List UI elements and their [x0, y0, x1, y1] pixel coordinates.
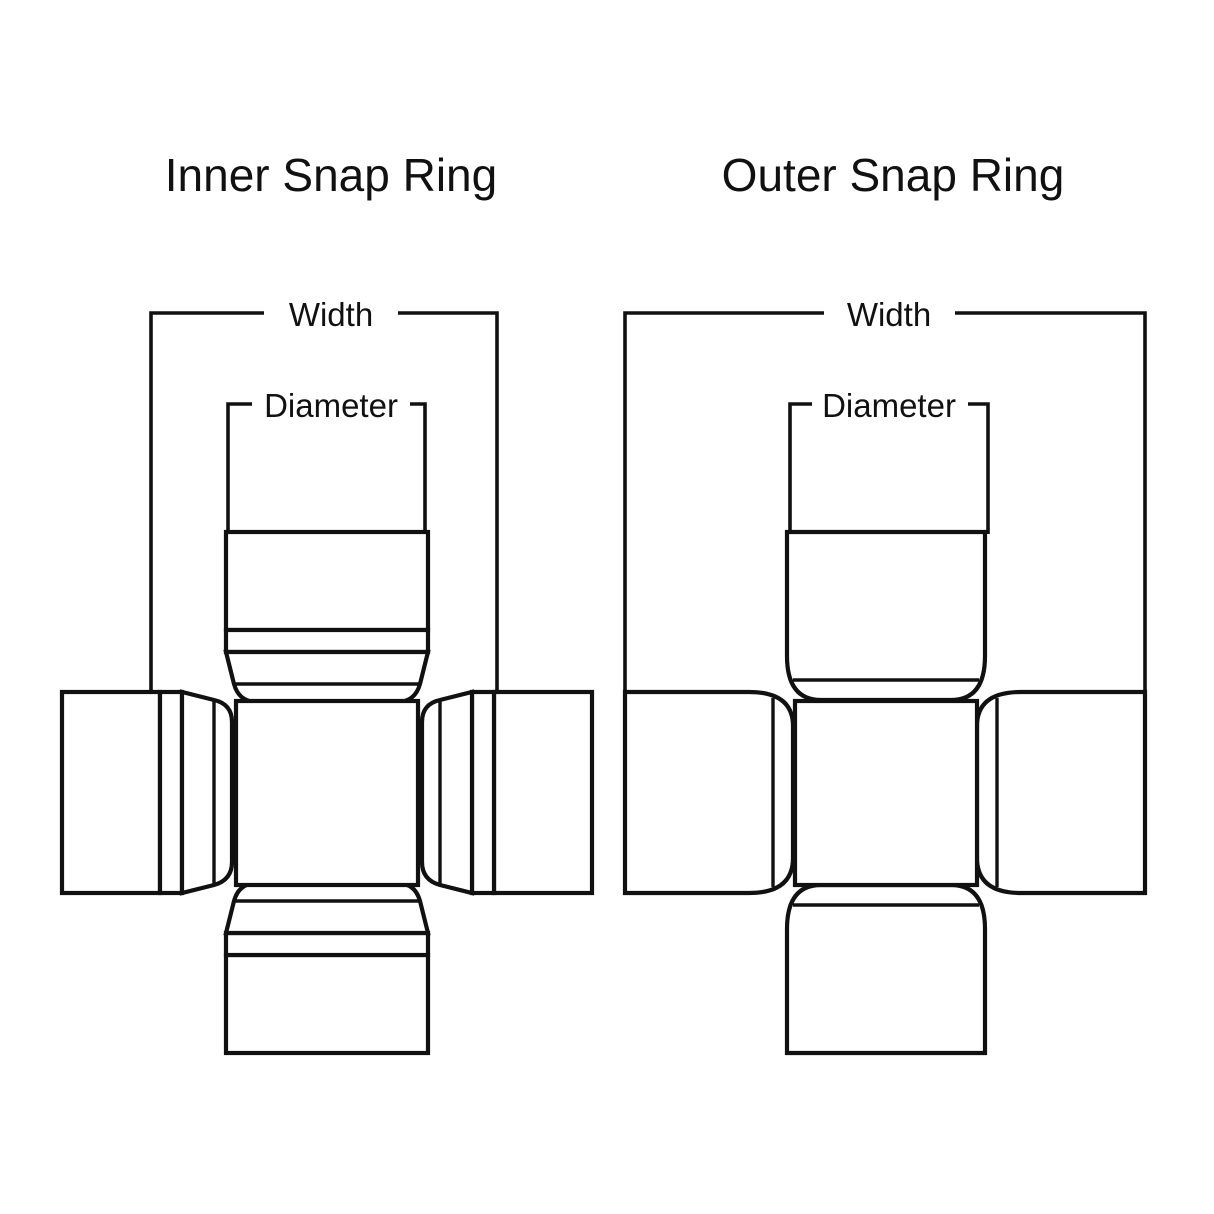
figure-inner-snap-ring: Inner Snap Ring Width Diameter [59, 149, 595, 1056]
dimension-diameter-inner: Diameter [226, 387, 427, 534]
bearing-cap-top-inner-snap-ring-groove [223, 627, 431, 655]
dimension-width-outer: Width [623, 296, 1147, 700]
dimension-diameter-inner-label: Diameter [264, 387, 398, 424]
bearing-cap-bottom-inner [223, 880, 431, 1056]
bearing-cap-bottom-outer [784, 882, 988, 1056]
figure-title-outer: Outer Snap Ring [722, 149, 1065, 201]
dimension-diameter-inner-rule-right [410, 402, 427, 534]
dimension-diameter-inner-rule-left [226, 402, 252, 534]
bearing-cap-right-outer [974, 689, 1148, 896]
bearing-cap-left-inner [59, 689, 235, 896]
dimension-width-inner-label: Width [289, 296, 373, 333]
bearing-cap-right-inner [419, 689, 595, 896]
bearing-cap-left-outer [622, 689, 796, 896]
bearing-cap-left-inner-body [59, 689, 163, 896]
dimension-width-outer-label: Width [847, 296, 931, 333]
dimension-width-outer-rule-right [955, 311, 1147, 700]
bearing-cap-bottom-inner-snap-ring-groove [223, 930, 431, 958]
bearing-cap-right-inner-taper [419, 689, 475, 896]
dimension-diameter-outer: Diameter [788, 387, 990, 534]
bearing-cap-right-inner-snap-ring-groove [469, 689, 497, 896]
bearing-cap-left-inner-taper [179, 689, 235, 896]
bearing-cap-top-outer [784, 529, 988, 703]
cross-body-center-outer [792, 698, 980, 888]
dimension-width-outer-rule-left [623, 311, 824, 700]
cross-body-center-inner [233, 698, 421, 888]
dimension-width-inner: Width [149, 296, 499, 700]
dimension-diameter-outer-label: Diameter [822, 387, 956, 424]
dimension-diameter-outer-rule-right [968, 402, 990, 534]
dimension-diameter-outer-rule-left [788, 402, 812, 534]
bearing-cap-top-inner-body [223, 529, 431, 633]
bearing-cap-top-inner-taper [223, 649, 431, 705]
dimension-width-inner-rule-right [398, 311, 499, 700]
bearing-cap-bottom-inner-taper [223, 880, 431, 936]
bearing-cap-bottom-inner-body [223, 952, 431, 1056]
figure-title-inner: Inner Snap Ring [165, 149, 497, 201]
bearing-cap-left-inner-snap-ring-groove [157, 689, 185, 896]
bearing-cap-top-inner [223, 529, 431, 705]
dimension-width-inner-rule-left [149, 311, 264, 700]
figure-outer-snap-ring: Outer Snap Ring Width Diameter [622, 149, 1148, 1056]
bearing-cap-right-inner-body [491, 689, 595, 896]
